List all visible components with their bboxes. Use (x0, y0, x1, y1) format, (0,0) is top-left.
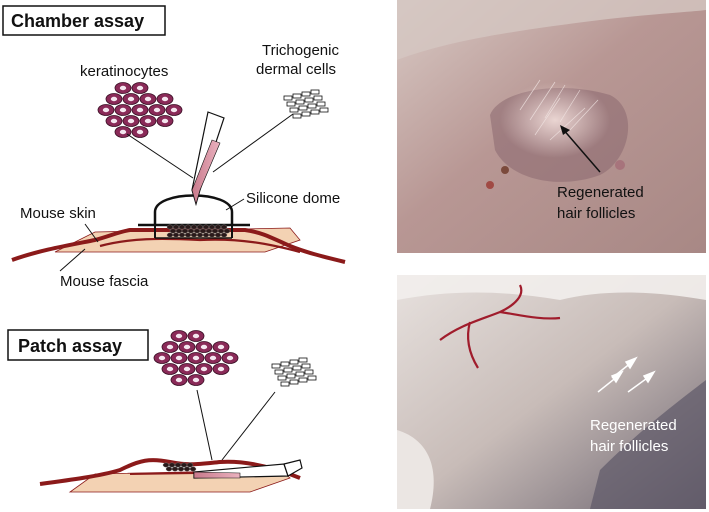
top-photo-arrow (561, 127, 601, 173)
dermal-cell-cluster-patch (271, 357, 317, 387)
dermal-cell (289, 359, 299, 365)
dermal-cell (286, 101, 296, 107)
dermal-cell (316, 101, 326, 107)
chamber-assay-panel: Chamber assay keratinocytes Trichogenic … (2, 5, 346, 290)
dermal-cell (292, 93, 302, 99)
dermal-cell (292, 113, 302, 119)
dermal-cell (313, 95, 323, 101)
trichogenic-label-line2: dermal cells (256, 61, 336, 78)
patch-title-box (7, 329, 149, 361)
grafted-cells-patch (162, 462, 197, 472)
keratinocyte-cluster (97, 82, 183, 138)
dermal-cell-cluster (283, 89, 329, 119)
hair-patch (500, 82, 610, 158)
top-photo-label-line1: Regenerated (557, 184, 644, 201)
dermal-cell (280, 381, 290, 387)
keratinocyte-pointer-line (126, 133, 194, 179)
keratinocytes-label: keratinocytes (80, 63, 168, 80)
dermal-cell (310, 89, 320, 95)
dermal-cell (298, 377, 308, 383)
dermal-cell (283, 95, 293, 101)
chamber-title: Chamber assay (11, 11, 144, 31)
chamber-result-photo: Regenerated hair follicles (397, 0, 706, 253)
dermal-cell (304, 369, 314, 375)
dermal-cell (307, 375, 317, 381)
dermal-cell (277, 375, 287, 381)
dermal-cell (280, 361, 290, 367)
dermal-cell (274, 369, 284, 375)
bottom-photo-label-line2: hair follicles (590, 438, 668, 455)
blood-vessels (439, 284, 561, 369)
mouse-fascia-label: Mouse fascia (60, 273, 149, 290)
silicone-dome (153, 194, 234, 225)
dermal-cell (301, 91, 311, 97)
mouse-skin-line (11, 228, 346, 264)
mouse-skin-inner-line (99, 237, 301, 254)
patch-assay-panel: Patch assay (7, 329, 317, 493)
pipette (191, 111, 225, 207)
patch-pipette (193, 459, 303, 479)
dermal-cell (307, 103, 317, 109)
trichogenic-label-line1: Trichogenic (262, 42, 339, 59)
bottom-photo-arrows (597, 356, 656, 393)
dermal-cell (295, 99, 305, 105)
silicone-dome-label: Silicone dome (246, 190, 340, 207)
dermal-cell (286, 373, 296, 379)
keratinocyte-cluster-patch (153, 330, 239, 386)
dermal-cell (298, 357, 308, 363)
dermal-cell (319, 107, 329, 113)
chamber-title-box (2, 5, 166, 36)
dermal-cell (283, 367, 293, 373)
dermal-cell (289, 107, 299, 113)
bottom-photo-label-line1: Regenerated (590, 417, 677, 434)
dermal-cell (304, 97, 314, 103)
top-photo-label-line2: hair follicles (557, 205, 635, 222)
dermal-cell (301, 363, 311, 369)
mouse-skin-label: Mouse skin (20, 205, 96, 222)
grafted-cells (166, 224, 231, 238)
patch-title: Patch assay (18, 336, 122, 356)
dermal-cell (301, 111, 311, 117)
patch-skin-line (39, 458, 301, 486)
dermal-cell (289, 379, 299, 385)
dermal-cell (292, 365, 302, 371)
dermal-cell (295, 371, 305, 377)
dermal-pointer-line (212, 113, 294, 173)
dermal-cell (298, 105, 308, 111)
dermal-cell (271, 363, 281, 369)
patch-result-photo: Regenerated hair follicles (397, 275, 706, 509)
dermal-cell (310, 109, 320, 115)
